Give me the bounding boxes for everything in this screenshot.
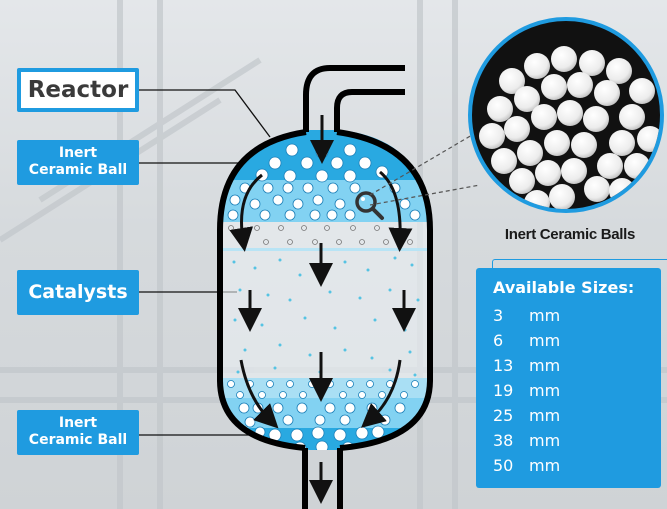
magnifier-icon — [355, 191, 384, 220]
size-item: 19 mm — [493, 378, 661, 403]
size-item: 13 mm — [493, 353, 661, 378]
label-line: Ceramic Ball — [28, 432, 128, 448]
size-unit: mm — [529, 456, 561, 475]
size-value: 13 — [493, 356, 514, 375]
support-balls — [228, 225, 413, 245]
size-item: 6 mm — [493, 328, 661, 353]
ceramic-balls-image — [479, 46, 660, 209]
size-item: 38 mm — [493, 428, 661, 453]
size-unit: mm — [529, 306, 561, 325]
vessel-outline — [217, 65, 433, 509]
size-item: 25 mm — [493, 403, 661, 428]
size-unit: mm — [529, 431, 561, 450]
photo-caption: Inert Ceramic Balls — [504, 226, 636, 243]
label-line: Inert — [58, 145, 98, 161]
size-item: 3 mm — [493, 303, 661, 328]
size-value: 25 — [493, 406, 514, 425]
reactor-label: Reactor — [17, 68, 139, 112]
ceramic-balls-photo — [468, 17, 664, 213]
label-line: Inert — [58, 415, 98, 431]
size-value: 3 — [493, 306, 504, 325]
size-item: 50 mm — [493, 453, 661, 478]
sizes-title: Available Sizes: — [493, 278, 635, 297]
label-line: Ceramic Ball — [28, 162, 128, 178]
size-value: 50 — [493, 456, 514, 475]
inert-ceramic-ball-bottom-label: Inert Ceramic Ball — [17, 410, 139, 455]
size-value: 6 — [493, 331, 504, 350]
catalyst-particles — [232, 256, 420, 377]
inert-ceramic-ball-top-label: Inert Ceramic Ball — [17, 140, 139, 185]
catalysts-label: Catalysts — [17, 270, 139, 315]
size-unit: mm — [529, 381, 561, 400]
flow-arrows — [229, 115, 416, 504]
size-unit: mm — [529, 356, 561, 375]
size-value: 19 — [493, 381, 514, 400]
size-value: 38 — [493, 431, 514, 450]
size-unit: mm — [529, 331, 561, 350]
size-unit: mm — [529, 406, 561, 425]
sizes-frame-decoration — [492, 259, 667, 272]
zoom-dashed-lines — [369, 134, 481, 206]
